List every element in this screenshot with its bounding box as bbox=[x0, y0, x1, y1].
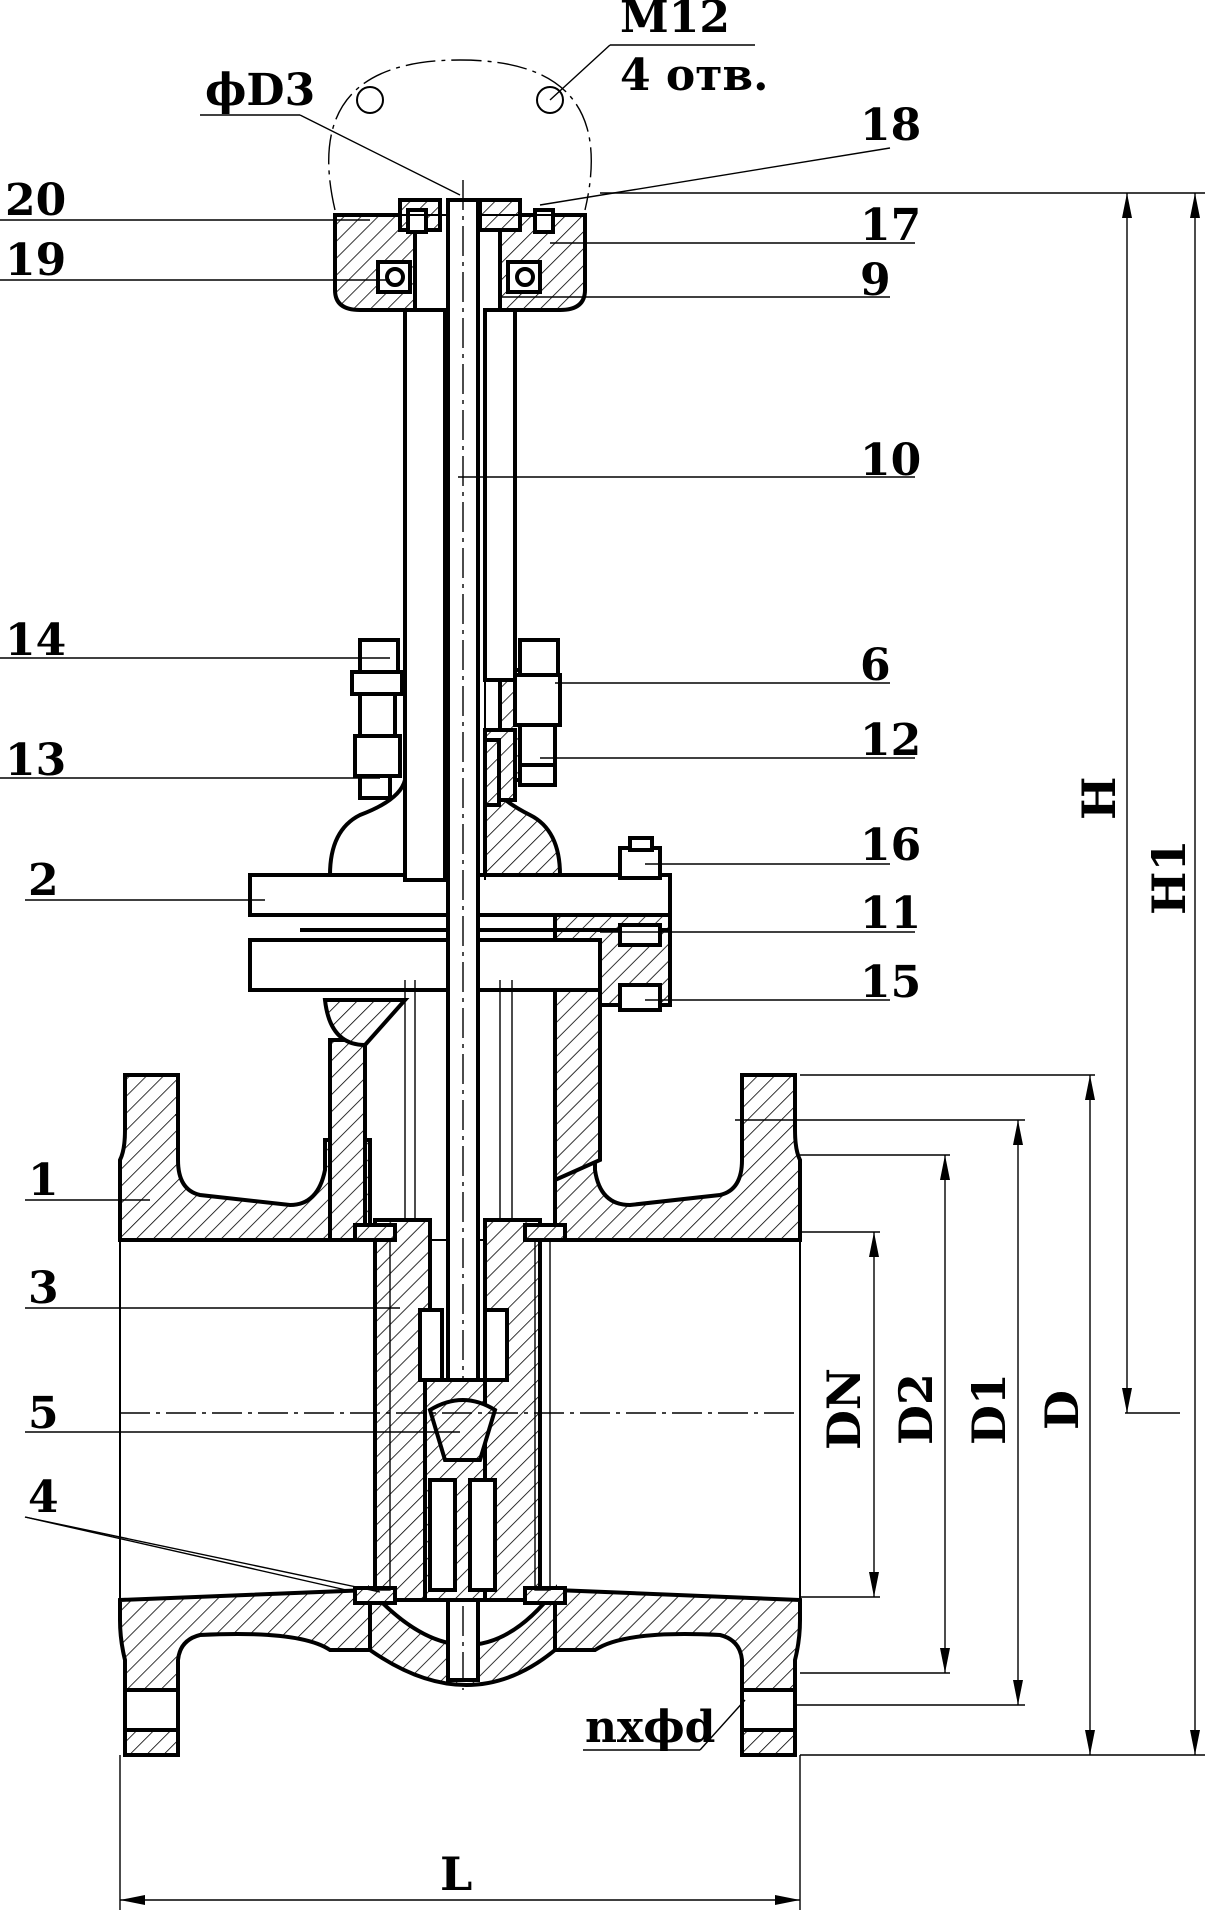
bonnet-bolts bbox=[618, 836, 662, 1012]
label-holes: 4 отв. bbox=[620, 50, 768, 101]
top-assembly bbox=[328, 59, 592, 312]
leader-lines bbox=[0, 44, 915, 1751]
label-nd: nxϕd bbox=[585, 1702, 715, 1753]
label-part-20: 20 bbox=[5, 175, 66, 226]
valve-body bbox=[118, 938, 802, 1757]
label-part-13: 13 bbox=[5, 735, 66, 786]
label-part-9: 9 bbox=[860, 255, 891, 306]
label-part-5: 5 bbox=[28, 1388, 59, 1439]
label-part-10: 10 bbox=[860, 435, 921, 486]
label-part-6: 6 bbox=[860, 640, 891, 691]
label-part-15: 15 bbox=[860, 957, 921, 1008]
label-part-12: 12 bbox=[860, 715, 921, 766]
label-part-4: 4 bbox=[28, 1472, 59, 1523]
label-part-3: 3 bbox=[28, 1263, 59, 1314]
dimension-lines bbox=[119, 192, 1205, 1910]
label-part-17: 17 bbox=[860, 200, 921, 251]
dimension-h: H bbox=[1072, 777, 1126, 820]
dimension-d: D bbox=[1035, 1390, 1089, 1430]
dimension-l: L bbox=[440, 1847, 472, 1901]
label-part-16: 16 bbox=[860, 820, 921, 871]
label-part-19: 19 bbox=[5, 235, 66, 286]
dimension-d1: D1 bbox=[962, 1373, 1016, 1445]
label-m12: M12 bbox=[620, 0, 730, 43]
gland-bolts bbox=[350, 638, 562, 807]
label-part-11: 11 bbox=[860, 888, 921, 939]
yoke bbox=[403, 308, 517, 882]
dimension-dn: DN bbox=[817, 1368, 871, 1450]
dimension-d2: D2 bbox=[889, 1373, 943, 1445]
label-d3: ϕD3 bbox=[205, 65, 315, 116]
label-part-2: 2 bbox=[28, 855, 59, 906]
label-part-1: 1 bbox=[28, 1155, 59, 1206]
dimension-h1: H1 bbox=[1142, 840, 1196, 915]
label-part-18: 18 bbox=[860, 100, 921, 151]
gate-wedge bbox=[353, 980, 567, 1605]
label-part-14: 14 bbox=[5, 615, 66, 666]
